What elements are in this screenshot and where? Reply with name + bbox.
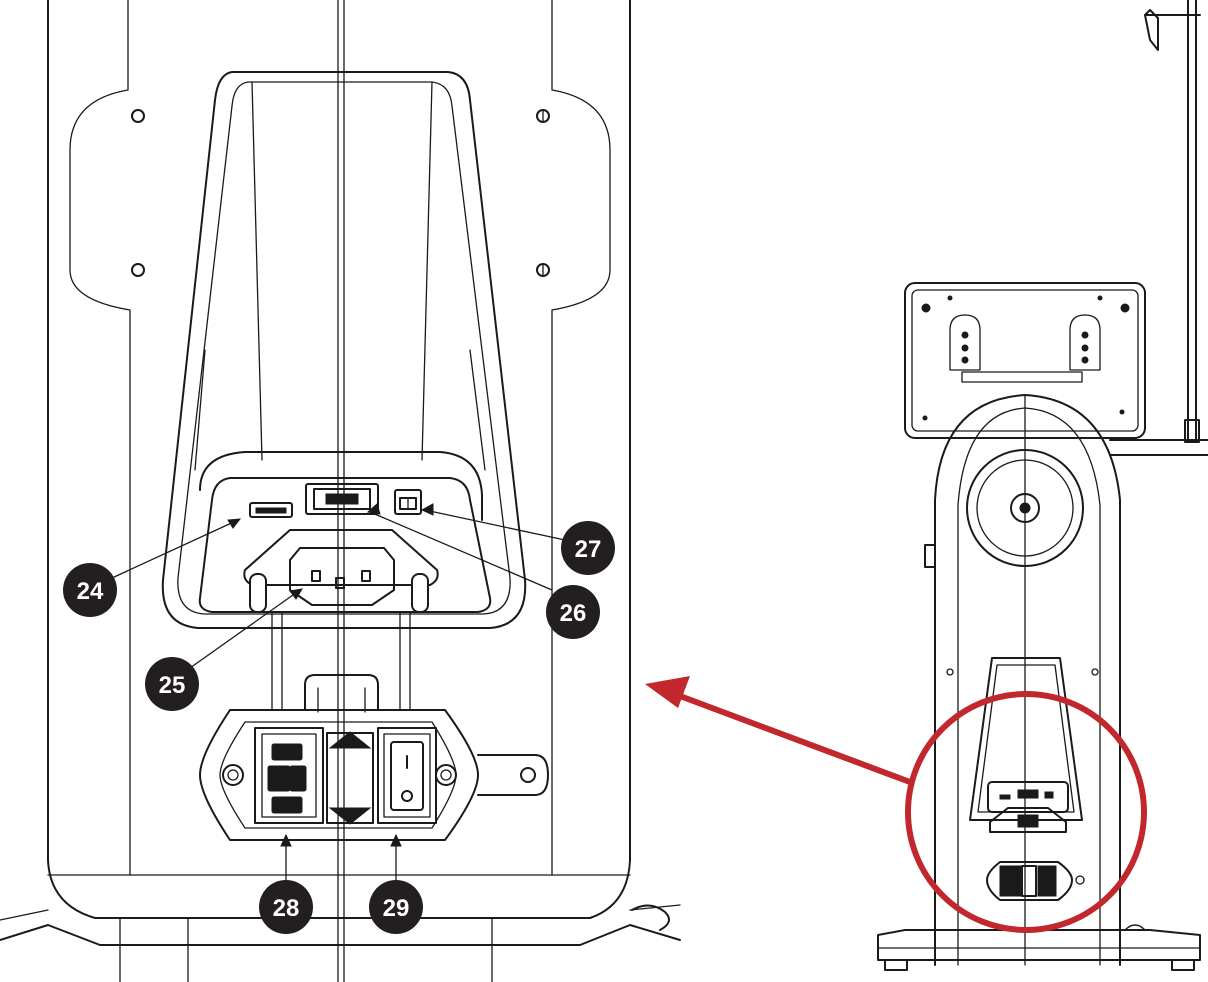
hood-outline (161, 71, 527, 629)
machine-body (934, 394, 1121, 966)
callout-badge-26: 26 (546, 585, 600, 639)
enlarged-rear-view (0, 0, 681, 982)
connector-panel (198, 477, 492, 613)
callout-badge-29: 29 (369, 880, 423, 934)
callout-label: 28 (273, 895, 300, 922)
callout-label: 29 (383, 895, 410, 922)
lan-port (305, 483, 379, 515)
callout-label: 27 (575, 536, 602, 563)
callout-badge-28: 28 (259, 880, 313, 934)
callout-label: 25 (159, 672, 186, 699)
usb-port (249, 502, 293, 518)
power-inlet-icon (254, 727, 324, 824)
callout-badge-27: 27 (561, 521, 615, 575)
callout-leaders (111, 503, 566, 886)
aux-socket (394, 489, 422, 515)
callout-badge-25: 25 (145, 657, 199, 711)
power-module-plate (199, 709, 479, 841)
inner-power-outlet (243, 529, 439, 586)
column-outline (47, 0, 631, 919)
callout-label: 24 (77, 578, 104, 605)
handwheel (966, 449, 1084, 567)
power-switch-icon (377, 727, 437, 824)
callout-badge-24: 24 (63, 563, 117, 617)
full-machine-view (877, 0, 1208, 971)
callout-label: 26 (560, 600, 587, 627)
highlight-circle (905, 691, 1147, 933)
zoom-arrow (645, 676, 913, 785)
machine-base (877, 929, 1201, 961)
